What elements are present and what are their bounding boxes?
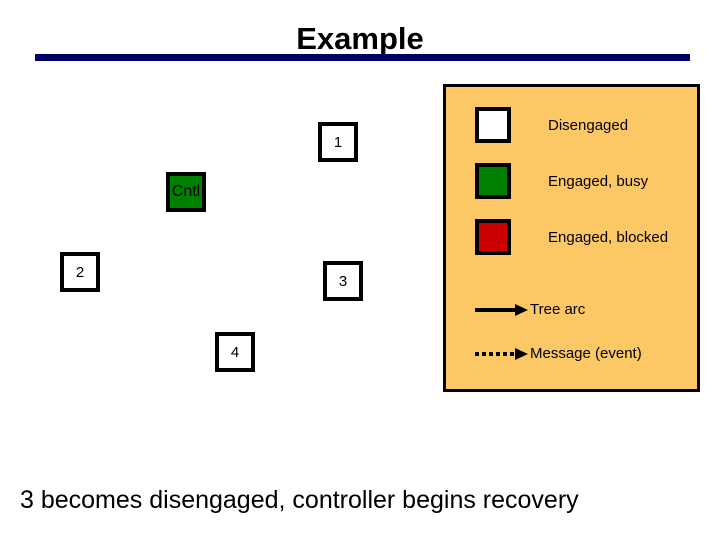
graph-node-label: Cntl bbox=[171, 183, 201, 200]
legend-label: Message (event) bbox=[530, 345, 642, 362]
legend-panel: Disengaged Engaged, busy Engaged, blocke… bbox=[443, 84, 700, 392]
legend-item-engaged-blocked: Engaged, blocked bbox=[475, 219, 668, 255]
legend-label: Engaged, busy bbox=[548, 172, 649, 190]
graph-node-3[interactable]: 3 bbox=[323, 261, 363, 301]
graph-node-cntl[interactable]: Cntl bbox=[166, 172, 206, 212]
legend-label: Tree arc bbox=[530, 301, 586, 318]
legend-item-disengaged: Disengaged bbox=[475, 107, 628, 143]
legend-label: Engaged, blocked bbox=[548, 228, 669, 246]
graph-node-label: 3 bbox=[338, 272, 348, 290]
legend-swatch-disengaged-icon bbox=[475, 107, 511, 143]
graph-node-2[interactable]: 2 bbox=[60, 252, 100, 292]
graph-node-label: 4 bbox=[230, 343, 240, 361]
graph-node-label: 1 bbox=[333, 133, 343, 151]
legend-label: Disengaged bbox=[548, 116, 629, 134]
graph-node-4[interactable]: 4 bbox=[215, 332, 255, 372]
legend-swatch-engaged-busy-icon bbox=[475, 163, 511, 199]
solid-arrow-icon bbox=[475, 303, 529, 316]
page-title: Example bbox=[296, 21, 424, 56]
graph-node-label: 2 bbox=[75, 263, 85, 281]
legend-item-engaged-busy: Engaged, busy bbox=[475, 163, 648, 199]
dotted-arrow-icon bbox=[475, 347, 529, 360]
graph-node-1[interactable]: 1 bbox=[318, 122, 358, 162]
legend-item-tree-arc: Tree arc bbox=[475, 301, 585, 318]
title-divider bbox=[35, 54, 690, 61]
slide-caption: 3 becomes disengaged, controller begins … bbox=[20, 486, 579, 514]
legend-swatch-engaged-blocked-icon bbox=[475, 219, 511, 255]
legend-item-message-event: Message (event) bbox=[475, 345, 642, 362]
